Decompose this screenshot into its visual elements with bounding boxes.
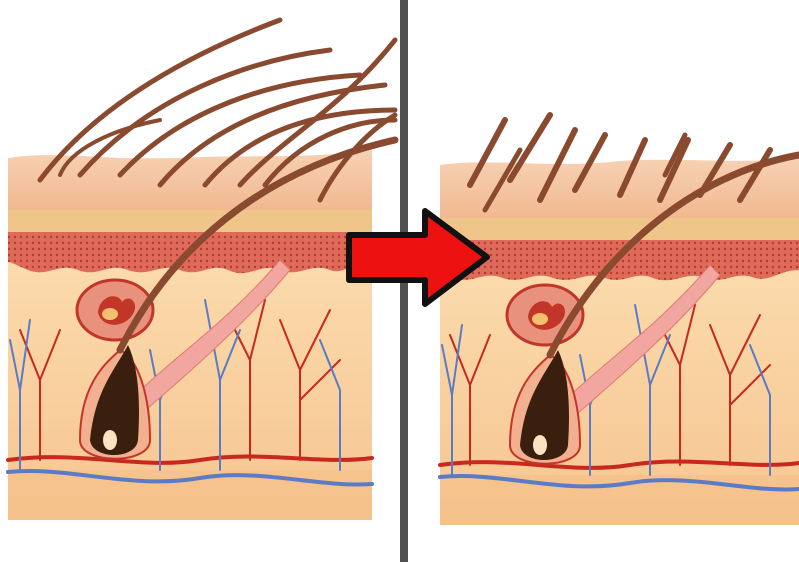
- panel-before-long-hair: [0, 0, 400, 562]
- skin-cross-section: [440, 158, 799, 525]
- right-arrow-icon: [343, 205, 493, 310]
